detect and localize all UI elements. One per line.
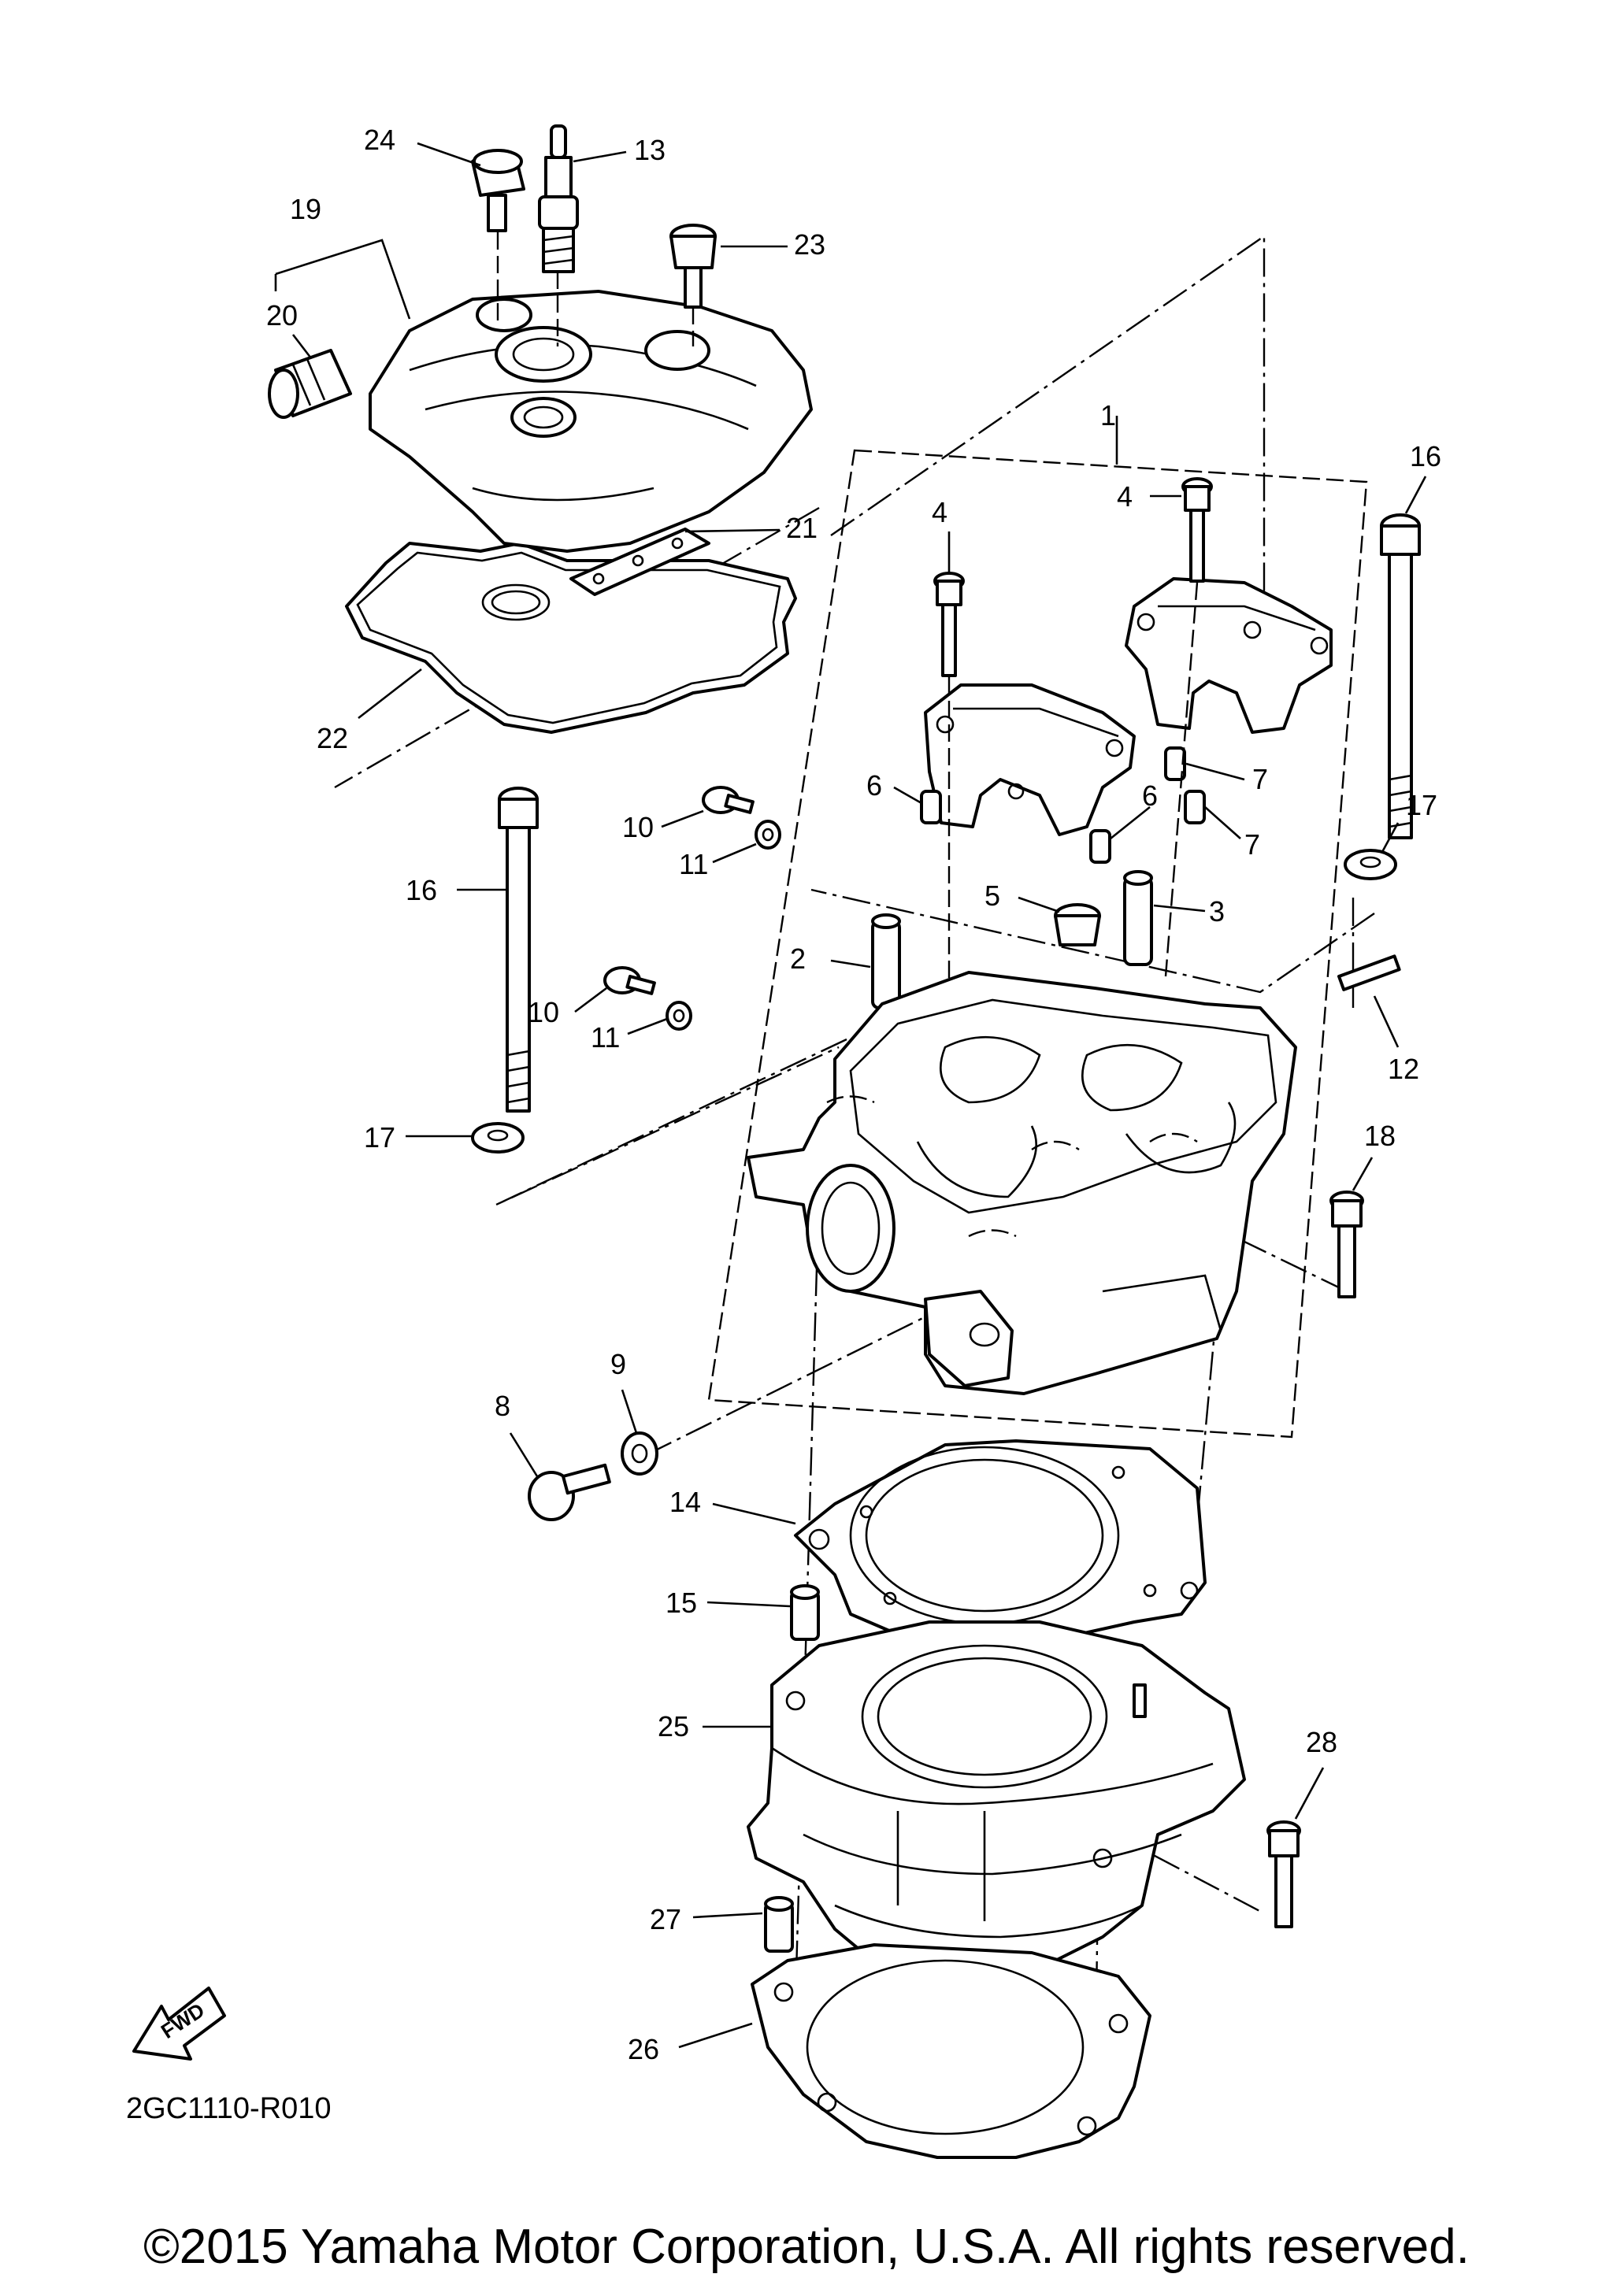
bolt-28: [1266, 1820, 1301, 1928]
callout-16-left: 16: [406, 874, 437, 906]
stud-16-right: [1380, 513, 1421, 839]
washer-11-upper: [755, 820, 781, 850]
callout-1: 1: [1100, 399, 1116, 431]
bolt-10-upper: [702, 786, 755, 814]
cam-cap-right: [1125, 577, 1333, 734]
washer-17-left: [471, 1122, 525, 1154]
plug-5: [1054, 903, 1101, 946]
cover-bolt-24: [471, 149, 525, 232]
forward-direction-arrow: FWD: [132, 1987, 226, 2061]
callout-18: 18: [1364, 1120, 1396, 1152]
callout-19: 19: [290, 193, 321, 225]
guide-line-right-bolt: [1216, 1227, 1348, 1293]
dowel-7-lower: [1184, 790, 1206, 824]
callout-7-lower: 7: [1244, 828, 1260, 861]
cam-cap-left: [924, 683, 1136, 836]
dowel-6-right: [1089, 829, 1111, 864]
callout-28: 28: [1306, 1726, 1337, 1758]
bolt-8: [528, 1463, 611, 1521]
callout-14: 14: [669, 1486, 701, 1518]
breather-pipe: [268, 349, 352, 419]
cover-bolt-23: [669, 224, 717, 309]
callout-7-upper: 7: [1252, 763, 1268, 795]
callout-25: 25: [658, 1710, 689, 1742]
callout-20: 20: [266, 299, 298, 331]
guide-line-top: [830, 234, 1266, 630]
callout-10-lower: 10: [528, 996, 559, 1028]
cylinder: [747, 1620, 1246, 1978]
cylinder-head-gasket: [794, 1439, 1207, 1671]
copyright-notice: ©2015 Yamaha Motor Corporation, U.S.A. A…: [143, 2220, 1470, 2274]
callout-17-left: 17: [364, 1121, 395, 1154]
callout-13: 13: [634, 134, 666, 166]
callout-17-right: 17: [1406, 789, 1437, 821]
callout-24: 24: [364, 124, 395, 156]
callout-21: 21: [786, 512, 818, 544]
fasteners: [471, 513, 1421, 1521]
valve-cover: [369, 290, 813, 553]
callout-5: 5: [984, 880, 1000, 912]
bolt-10-lower: [603, 966, 656, 995]
plate: [569, 528, 710, 596]
part-code: 2GC1110-R010: [126, 2092, 332, 2125]
callout-3: 3: [1209, 895, 1225, 928]
stud-12: [1337, 954, 1401, 991]
dowel-15: [790, 1584, 820, 1641]
callout-16-right: 16: [1410, 440, 1441, 472]
callout-6-left: 6: [866, 769, 882, 802]
callout-27: 27: [650, 1903, 681, 1935]
callout-22: 22: [317, 722, 348, 754]
callout-4-left: 4: [932, 496, 947, 528]
leader-lines: [274, 142, 1427, 2049]
dowel-7-upper: [1164, 746, 1186, 781]
washer-17-right: [1344, 849, 1397, 880]
dowel-27: [764, 1896, 794, 1953]
callout-15: 15: [666, 1587, 697, 1619]
spark-plug: [538, 124, 579, 273]
callout-8: 8: [495, 1390, 510, 1422]
callout-6-right: 6: [1142, 780, 1158, 812]
cylinder-head: [747, 971, 1297, 1395]
assembly-outline-part-1: [707, 449, 1368, 1439]
callout-26: 26: [628, 2033, 659, 2065]
callout-labels: 24 13 19 23 20 1 16 4 4 21 22 6 7 6 7 10…: [266, 124, 1441, 2065]
dowel-6-left: [920, 790, 942, 824]
washer-11-lower: [666, 1001, 692, 1031]
callout-12: 12: [1388, 1053, 1419, 1085]
callout-10-upper: 10: [622, 811, 654, 843]
valve-cover-gasket: [345, 542, 797, 734]
bolt-18: [1329, 1191, 1364, 1298]
valve-guide-3: [1123, 870, 1153, 966]
callout-11-upper: 11: [679, 848, 708, 880]
callout-4-right: 4: [1117, 480, 1133, 513]
cam-cap-bolt-right: [1181, 477, 1213, 583]
guide-line-washer-17: [810, 888, 1375, 994]
guide-line-washer-9: [645, 1305, 946, 1457]
callout-2: 2: [790, 942, 806, 975]
callout-11-lower: 11: [591, 1021, 620, 1054]
stud-16-left: [498, 787, 539, 1113]
washer-9: [621, 1431, 658, 1476]
cylinder-base-gasket: [751, 1943, 1151, 2159]
cam-cap-bolt-left: [933, 572, 965, 677]
callout-9: 9: [610, 1348, 626, 1380]
guide-line-left-bolt: [495, 1038, 847, 1206]
camshaft-caps: [920, 477, 1333, 1055]
valve-cover-group: [268, 124, 813, 734]
valve-guide-2: [871, 913, 901, 1009]
callout-23: 23: [794, 228, 825, 261]
